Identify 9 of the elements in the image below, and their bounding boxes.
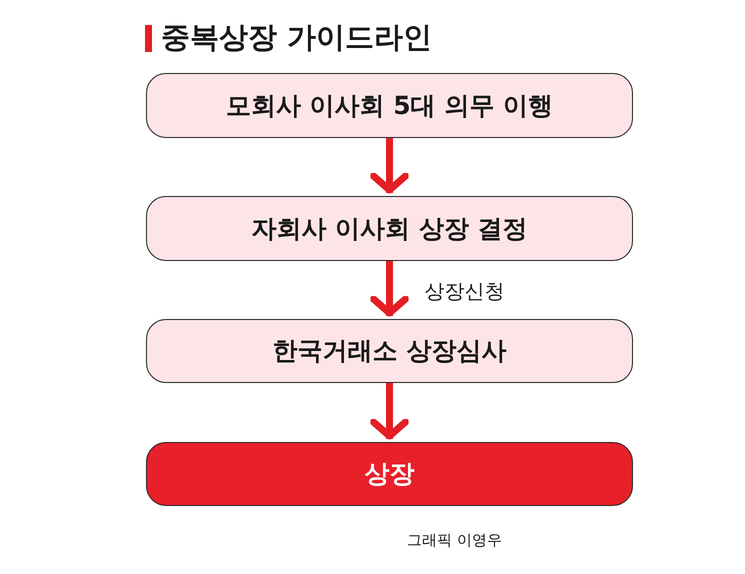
arrow (370, 138, 409, 194)
process-box: 모회사 이사회 5대 의무 이행 (146, 73, 633, 138)
result-box: 상장 (146, 442, 633, 506)
arrow (370, 383, 409, 440)
arrow (370, 261, 409, 316)
process-box: 자회사 이사회 상장 결정 (146, 196, 633, 261)
credit-note: 그래픽 이영우 (407, 531, 502, 550)
diagram-title: 중복상장 가이드라인 (161, 19, 432, 56)
process-box: 한국거래소 상장심사 (146, 319, 633, 383)
